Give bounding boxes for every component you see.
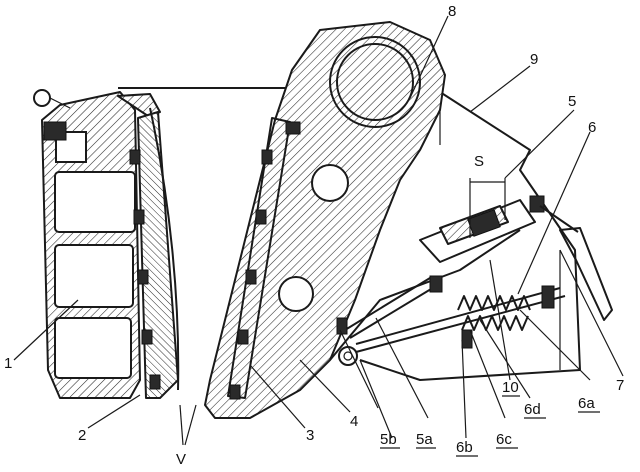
cavity-middle: [54, 244, 134, 308]
discharge-gap: [179, 404, 197, 446]
moving-plate-teeth: [229, 149, 273, 400]
toggle-end: [336, 317, 348, 335]
eccentric-shaft: [336, 43, 414, 121]
pitman-hole-upper: [311, 164, 349, 202]
leader-lines: [13, 15, 624, 439]
tension-spring: [457, 295, 531, 331]
label-6b: 6b: [456, 439, 473, 456]
label-6a: 6a: [578, 395, 595, 412]
label-s: S: [474, 153, 484, 170]
label-5a: 5a: [416, 431, 433, 448]
label-v: V: [176, 451, 186, 468]
label-9: 9: [530, 51, 538, 68]
fixed-jaw: [33, 89, 180, 399]
label-6: 6: [588, 119, 596, 136]
label-5b: 5b: [380, 431, 397, 448]
label-6d: 6d: [524, 401, 541, 418]
rod-nut-inner: [461, 329, 473, 349]
cavity-upper: [54, 171, 136, 233]
moving-jaw: [204, 21, 446, 419]
toggle-assembly: [336, 178, 613, 353]
label-underlines: [380, 395, 600, 457]
label-5: 5: [568, 93, 576, 110]
moving-jaw-bolt: [285, 121, 301, 135]
top-bolt: [43, 121, 67, 141]
label-7: 7: [616, 377, 624, 394]
label-1: 1: [4, 355, 12, 372]
label-6c: 6c: [496, 431, 512, 448]
cavity-lower: [54, 317, 132, 379]
label-3: 3: [306, 427, 314, 444]
toggle-block: [429, 275, 443, 293]
label-2: 2: [78, 427, 86, 444]
adjust-nut: [529, 195, 545, 213]
fixed-plate-teeth: [129, 149, 161, 390]
lifting-eye: [33, 89, 51, 107]
pitman-hole-lower: [278, 276, 314, 312]
rod-nut-outer: [541, 285, 555, 309]
adjusting-wedge: [467, 209, 501, 237]
label-4: 4: [350, 413, 358, 430]
eccentric-housing: [329, 36, 421, 128]
label-10: 10: [502, 379, 519, 396]
toggle-seat-pin: [338, 346, 358, 366]
label-8: 8: [448, 3, 456, 20]
part-labels: 1 2 3 4 5 5a 5b 6 6a 6b 6c 6d 7 8 9 10 S…: [4, 3, 624, 468]
